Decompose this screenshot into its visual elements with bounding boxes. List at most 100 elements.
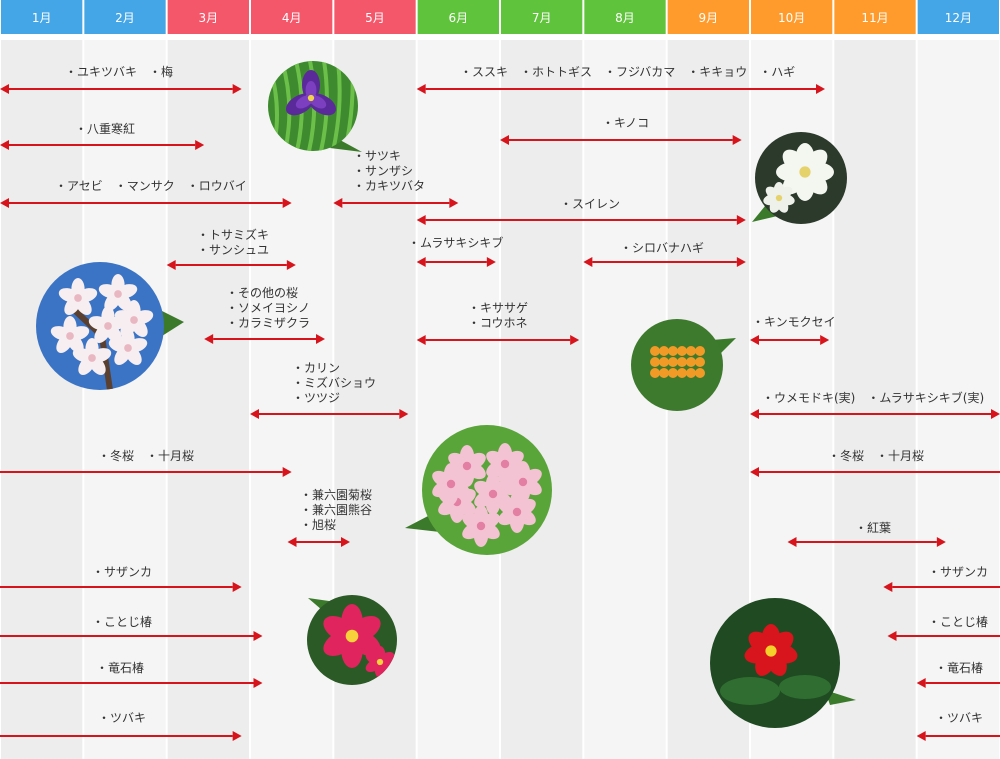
month-header-cell [834, 0, 916, 34]
period-label: ・カラミザクラ [226, 316, 310, 330]
bloom-period: ・ことじ椿 [887, 615, 1000, 641]
period-label: ・紅葉 [855, 521, 891, 535]
period-label: ・サザンカ [92, 565, 152, 579]
month-header-cell [667, 0, 749, 34]
month-column [917, 40, 999, 759]
period-end-arrowhead [732, 135, 742, 145]
month-label: 3月 [199, 11, 219, 25]
period-label: ・キノコ [602, 116, 649, 130]
bloom-period: ・竜石椿 [0, 661, 263, 688]
period-start-arrowhead [204, 334, 214, 344]
period-start-arrowhead [416, 257, 426, 267]
period-start-arrowhead [583, 257, 593, 267]
period-label: ・シロバナハギ [620, 241, 704, 255]
month-column [1, 40, 83, 759]
period-start-arrowhead [750, 335, 759, 345]
month-label: 5月 [365, 11, 385, 25]
cherry-blossom-photo [36, 262, 184, 390]
period-start-arrowhead [0, 140, 9, 150]
period-start-arrowhead [750, 467, 759, 477]
month-label: 9月 [699, 11, 719, 25]
period-end-arrowhead [991, 409, 1000, 419]
bloom-period: ・トサミズキ・サンシュユ [166, 227, 296, 270]
bloom-period: ・カリン・ミズバショウ・ツツジ [250, 361, 409, 419]
period-end-arrowhead [232, 84, 242, 94]
period-start-arrowhead [0, 198, 9, 208]
period-end-arrowhead [232, 582, 242, 592]
period-end-arrowhead [449, 198, 459, 208]
bloom-period: ・ムラサキシキブ [408, 235, 503, 267]
period-end-arrowhead [936, 537, 946, 547]
month-header-cell [584, 0, 666, 34]
bloom-period: ・冬桜 ・十月桜 [0, 448, 292, 477]
bloom-period: ・サザンカ [883, 565, 1000, 592]
period-label: ・竜石椿 [96, 661, 144, 675]
bloom-period: ・サツキ・サンザシ・カキツバタ [333, 149, 459, 208]
period-label: ・ムラサキシキブ [408, 235, 503, 250]
month-header-cell [334, 0, 416, 34]
period-end-arrowhead [816, 84, 825, 94]
month-column [501, 40, 583, 759]
month-label: 11月 [861, 11, 888, 25]
period-label: ・ツツジ [292, 391, 340, 405]
bloom-period: ・サザンカ [0, 565, 242, 592]
period-end-arrowhead [282, 198, 292, 208]
period-start-arrowhead [287, 537, 297, 547]
bloom-period: ・アセビ ・マンサク ・ロウバイ [0, 179, 292, 208]
bloom-period: ・冬桜 ・十月桜 [750, 448, 1000, 477]
period-end-arrowhead [736, 257, 746, 267]
month-label: 10月 [778, 11, 805, 25]
period-label: ・スイレン [560, 197, 620, 211]
period-label: ・サンシュユ [197, 243, 269, 257]
iris-photo [268, 61, 362, 152]
month-header-cell [751, 0, 833, 34]
bloom-period: ・ススキ ・ホトトギス ・フジバカマ ・キキョウ ・ハギ [416, 65, 825, 94]
month-label: 2月 [115, 11, 135, 25]
period-start-arrowhead [916, 678, 926, 688]
bloom-period: ・紅葉 [787, 521, 946, 547]
period-label: ・ユキツバキ ・梅 [65, 64, 173, 79]
period-end-arrowhead [195, 140, 205, 150]
period-start-arrowhead [750, 409, 759, 419]
period-label: ・ウメモドキ(実) ・ムラサキシキブ(実) [762, 390, 984, 405]
month-header-cell [84, 0, 166, 34]
month-header-cell [167, 0, 249, 34]
bloom-periods: ・ユキツバキ ・梅・八重寒紅・アセビ ・マンサク ・ロウバイ・トサミズキ・サンシ… [0, 64, 1000, 741]
period-label: ・旭桜 [300, 518, 336, 532]
period-label: ・アセビ ・マンサク ・ロウバイ [55, 179, 247, 193]
month-header-cell [917, 0, 999, 34]
period-label: ・ことじ椿 [92, 615, 152, 629]
period-end-arrowhead [232, 731, 242, 741]
period-label: ・ソメイヨシノ [226, 301, 310, 315]
bloom-period: ・キササゲ・コウホネ [416, 301, 580, 345]
double-cherry-blossom-photo [405, 425, 552, 555]
period-start-arrowhead [250, 409, 259, 419]
period-end-arrowhead [820, 335, 830, 345]
period-label: ・キササゲ [468, 301, 528, 315]
period-label: ・コウホネ [468, 316, 528, 330]
period-start-arrowhead [416, 215, 426, 225]
period-end-arrowhead [486, 257, 496, 267]
period-label: ・竜石椿 [935, 661, 983, 675]
camellia-red-photo [710, 598, 856, 728]
bloom-period: ・キンモクセイ [750, 315, 836, 345]
period-end-arrowhead [286, 260, 296, 270]
period-label: ・冬桜 ・十月桜 [98, 448, 194, 463]
month-header-cell [1, 0, 83, 34]
period-end-arrowhead [316, 334, 325, 344]
period-start-arrowhead [166, 260, 176, 270]
month-label: 8月 [615, 11, 635, 25]
month-header-cell [501, 0, 583, 34]
period-start-arrowhead [333, 198, 343, 208]
month-column [417, 40, 499, 759]
camellia-pink-photo [307, 595, 397, 685]
period-label: ・サツキ [353, 149, 401, 163]
period-start-arrowhead [500, 135, 509, 145]
bloom-period: ・シロバナハギ [583, 241, 746, 267]
period-start-arrowhead [883, 582, 893, 592]
period-label: ・ススキ ・ホトトギス ・フジバカマ ・キキョウ ・ハギ [460, 65, 795, 79]
osmanthus-photo [631, 319, 736, 411]
month-header-cell [417, 0, 499, 34]
bloom-period: ・キノコ [500, 116, 742, 145]
